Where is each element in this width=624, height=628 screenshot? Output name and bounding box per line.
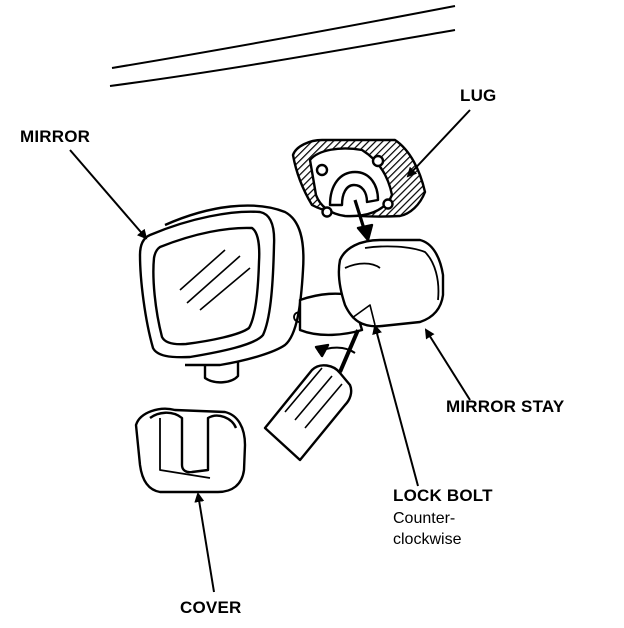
lug-leader	[406, 109, 471, 178]
lock-bolt-note-line2: clockwise	[393, 531, 462, 548]
lug-label: LUG	[460, 86, 497, 105]
lock-bolt-note-line1: Counter-	[393, 510, 456, 527]
cover-leader	[194, 492, 215, 593]
lock-bolt-leader	[372, 324, 419, 487]
leader-lines	[69, 109, 471, 593]
lock-bolt-label: LOCK BOLT	[393, 486, 493, 505]
mirror-stay-label: MIRROR STAY	[446, 397, 565, 416]
cover-part	[134, 407, 247, 494]
lug-part	[291, 138, 427, 242]
mirror-body	[138, 204, 305, 384]
mirror-stay-part	[337, 238, 445, 328]
mirror-stay-leader	[424, 328, 471, 401]
cover-label: COVER	[180, 598, 242, 617]
door-edge-lines	[109, 5, 456, 87]
mirror-label: MIRROR	[20, 127, 91, 146]
mirror-leader	[69, 149, 148, 240]
screwdriver	[263, 329, 360, 462]
